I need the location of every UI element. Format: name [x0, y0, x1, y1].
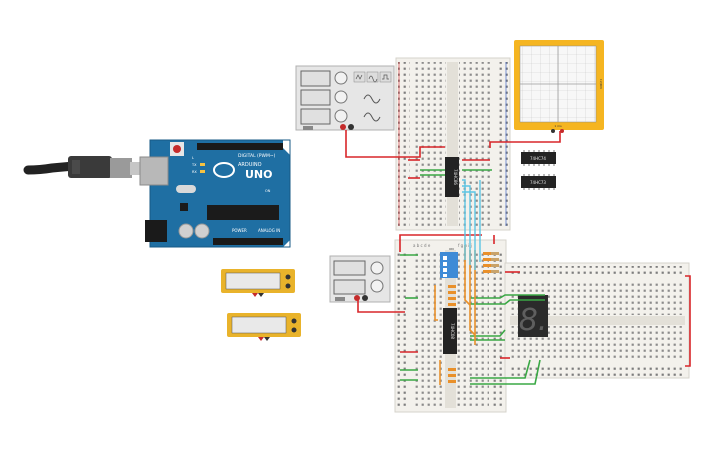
function-generator-1[interactable] — [295, 65, 395, 131]
breadboard-top[interactable] — [395, 57, 511, 231]
ic-74hc74-label: 74HC74 — [530, 156, 546, 161]
power-label: POWER — [232, 228, 247, 233]
digital-label: DIGITAL (PWM~) — [238, 153, 276, 159]
atmega-chip — [207, 205, 279, 220]
resistor-array-1[interactable] — [483, 252, 499, 273]
oscilloscope[interactable]: 1V/DIV 1 ms — [514, 40, 604, 133]
dip-switch[interactable]: ON — [440, 247, 458, 278]
seven-segment-display[interactable]: 8. — [518, 295, 548, 338]
ic-top-label: 74HC86 — [453, 169, 458, 185]
ic-74hc73[interactable]: 74HC73 — [521, 174, 556, 190]
digital-header[interactable] — [197, 143, 283, 150]
on-label: ON — [265, 189, 271, 193]
ic-74hc86-top[interactable]: 74HC86 — [445, 157, 459, 197]
analog-power-header[interactable] — [213, 238, 283, 245]
bb-bottom-letters-left: a b c d e — [413, 243, 431, 248]
seven-segment-digit: 8. — [519, 303, 548, 338]
oscilloscope-scale-label: 1 ms — [554, 124, 562, 128]
ic-74hc08-bottom[interactable]: 74HC08 — [443, 308, 457, 354]
oscilloscope-side-label: 1V/DIV — [599, 79, 603, 90]
ic-74hc74[interactable]: 74HC74 — [521, 150, 556, 166]
multimeter-2[interactable] — [227, 313, 301, 341]
reset-button[interactable] — [173, 145, 181, 153]
ic-74hc73-label: 74HC73 — [530, 180, 546, 185]
wires-cyan[interactable] — [462, 179, 481, 270]
rx-label: RX — [192, 170, 197, 174]
function-generator-2[interactable] — [329, 255, 391, 303]
l-label: L — [192, 156, 194, 160]
arduino-uno-board[interactable]: ARDUINO UNO DIGITAL (PWM~) POWER ANALOG … — [139, 139, 291, 248]
tx-label: TX — [191, 163, 197, 167]
wires-green[interactable] — [400, 169, 545, 385]
arduino-brand-label: ARDUINO — [238, 162, 262, 168]
resistor-array-2[interactable] — [448, 285, 456, 306]
multimeter-1[interactable] — [221, 269, 295, 297]
resistor-array-3[interactable] — [448, 368, 456, 383]
dip-switch-label: ON — [449, 247, 454, 251]
ic-bottom-label: 74HC08 — [450, 323, 455, 339]
arduino-model-label: UNO — [245, 168, 273, 181]
wires-red[interactable] — [345, 130, 691, 367]
analog-label: ANALOG IN — [258, 228, 280, 233]
usb-cable[interactable] — [23, 156, 152, 178]
